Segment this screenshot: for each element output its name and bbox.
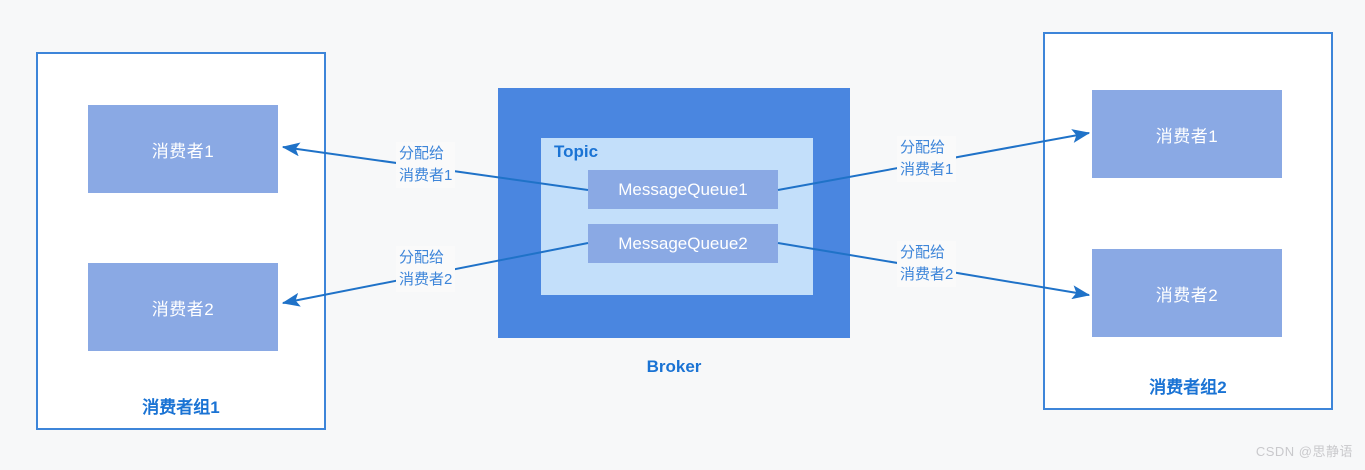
edge-label-line2: 消费者1	[900, 160, 954, 178]
edge-label-line1: 分配给	[900, 139, 946, 156]
message-queue-label: MessageQueue2	[618, 233, 748, 253]
consumer-group-right-caption: 消费者组2	[1149, 378, 1227, 397]
edge-label-line1: 分配给	[900, 244, 946, 261]
edge-label-line2: 消费者2	[900, 265, 954, 283]
consumer-node-label: 消费者2	[1155, 285, 1219, 305]
consumer-node-right-2: 消费者2	[1092, 249, 1282, 337]
consumer-node-label: 消费者1	[1155, 126, 1219, 146]
edge-label-mq1-left: 分配给 消费者1	[396, 142, 456, 188]
consumer-group-right-container	[1043, 32, 1333, 410]
edge-label-mq2-left: 分配给 消费者2	[396, 246, 456, 292]
edge-label-line1: 分配给	[399, 249, 445, 266]
edge-label-line2: 消费者2	[399, 270, 453, 288]
message-queue-node-1: MessageQueue1	[588, 170, 778, 209]
consumer-group-left-caption: 消费者组1	[142, 398, 220, 417]
consumer-node-label: 消费者1	[151, 141, 215, 161]
consumer-node-left-1: 消费者1	[88, 105, 278, 193]
message-queue-node-2: MessageQueue2	[588, 224, 778, 263]
consumer-node-label: 消费者2	[151, 299, 215, 319]
edge-label-line1: 分配给	[399, 145, 445, 162]
consumer-node-right-1: 消费者1	[1092, 90, 1282, 178]
message-queue-label: MessageQueue1	[618, 179, 748, 199]
edge-label-line2: 消费者1	[399, 166, 453, 184]
topic-label: Topic	[554, 142, 599, 161]
broker-caption: Broker	[646, 357, 702, 376]
watermark: CSDN @思静语	[1255, 444, 1353, 459]
consumer-node-left-2: 消费者2	[88, 263, 278, 351]
edge-label-mq2-right: 分配给 消费者2	[897, 241, 957, 287]
edge-label-mq1-right: 分配给 消费者1	[897, 136, 957, 182]
